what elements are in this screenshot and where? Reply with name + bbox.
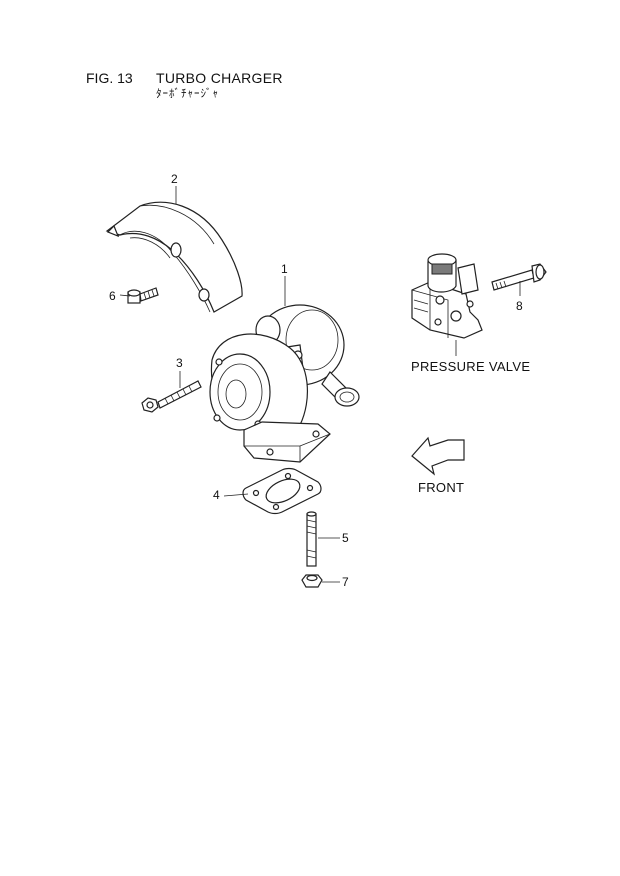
figure-title: TURBO CHARGER — [156, 70, 283, 86]
figure-number: FIG. 13 — [86, 70, 133, 86]
callout-1: 1 — [281, 262, 288, 276]
pressure-valve-caption: PRESSURE VALVE — [411, 359, 531, 374]
heat-shield-part — [105, 201, 243, 313]
bolt-6-part — [127, 287, 159, 304]
gasket-part — [242, 467, 322, 515]
stud-3-part — [141, 380, 202, 413]
callout-5: 5 — [342, 531, 349, 545]
callout-3: 3 — [176, 356, 183, 370]
callout-6: 6 — [109, 289, 116, 303]
front-caption: FRONT — [418, 480, 465, 495]
callout-2: 2 — [171, 172, 178, 186]
callout-4: 4 — [213, 488, 220, 502]
bolt-8-part — [491, 263, 547, 291]
leader-lines — [119, 186, 521, 583]
pressure-valve-part — [411, 253, 483, 339]
turbo-charger-part — [209, 304, 360, 463]
stud-5-part — [306, 511, 317, 567]
front-direction-arrow — [411, 436, 465, 476]
figure-subtitle: ﾀｰﾎﾞﾁｬｰｼﾞｬ — [156, 88, 219, 100]
callout-7: 7 — [342, 575, 349, 589]
nut-7-part — [301, 574, 323, 588]
callout-8: 8 — [516, 299, 523, 313]
